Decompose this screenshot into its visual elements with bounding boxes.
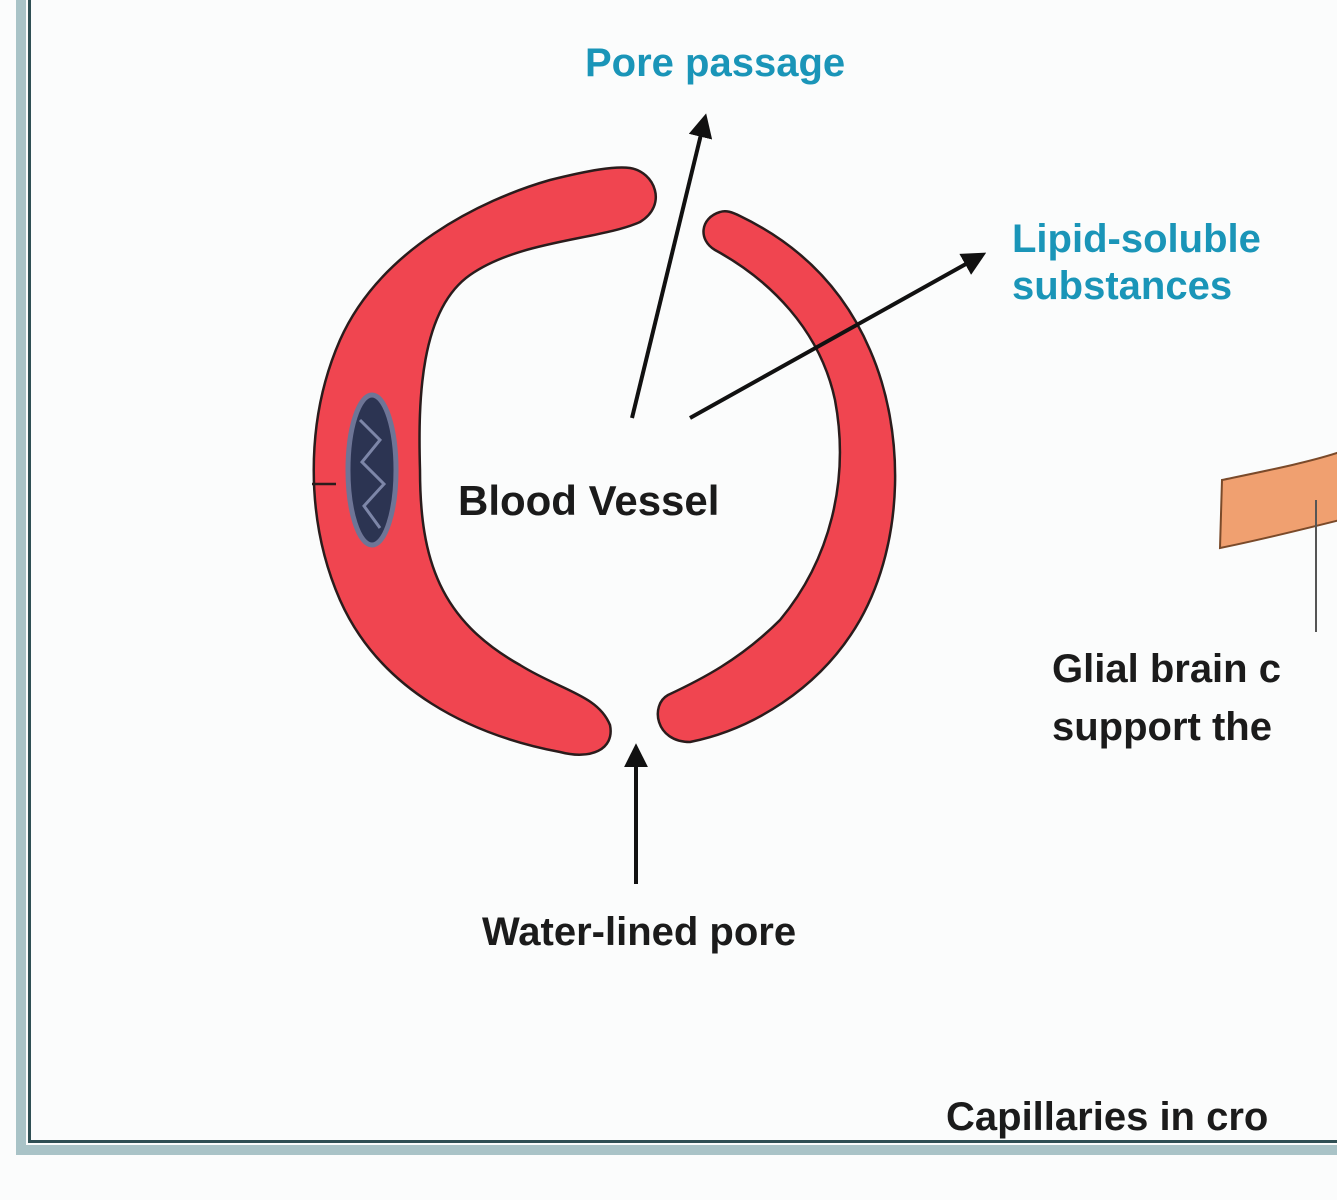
nucleus-texture [358, 418, 387, 529]
frame-bottom-rule [28, 1140, 1337, 1143]
label-blood-vessel: Blood Vessel [458, 477, 720, 524]
diagram-caption: Capillaries in cro [946, 1095, 1269, 1139]
frame-left-band [16, 0, 26, 1150]
frame-bottom-band [16, 1145, 1337, 1155]
glial-cell [1218, 451, 1337, 550]
arrow-lipid-soluble [689, 252, 987, 420]
endothelial-cell-right [656, 209, 897, 744]
endothelial-cell-left [312, 166, 658, 756]
arrow-pore-passage [630, 113, 713, 419]
label-glial-cells: Glial brain c support the [1052, 647, 1281, 749]
frame-left-rule [28, 0, 31, 1142]
label-water-lined-pore: Water-lined pore [482, 910, 797, 954]
label-lipid-soluble: Lipid-soluble substances [1012, 217, 1261, 309]
label-pore-passage: Pore passage [585, 41, 846, 85]
